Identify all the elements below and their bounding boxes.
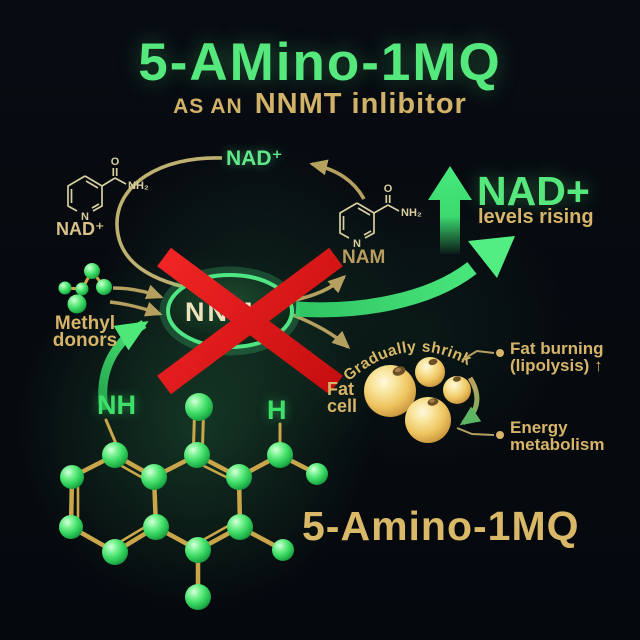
nam-structure-label: NAM [342,247,386,268]
nam-atom-n: N [353,238,361,250]
nad-atom-n: N [81,211,89,223]
fat-cell-label: Fat cell [327,379,358,416]
nh-group-label: NH [97,390,136,420]
nad-rising-subline: levels rising [478,206,594,228]
up-arrow-icon [428,166,472,254]
nnmt-bypass-arrowhead [468,236,515,278]
page-subtitle: AS AN NNMT inlibitor [0,88,640,121]
nad-atom-o: O [111,156,120,168]
nad-cycle-label: NAD⁺ [226,147,283,170]
methyl-donors-line1: Methyl [54,313,116,334]
nad-rising-headline: NAD+ [477,168,590,214]
fat-burning-connector [461,349,504,361]
methyl-to-nnmt-arrow-1 [112,284,164,300]
fat-cell-line2: cell [327,396,358,416]
h-group-label: H [267,395,287,425]
nam-structure [339,195,400,239]
nam-atom-nh2: NH₂ [401,207,422,219]
fat-burning-callout: Fat burning (lipolysis) ↑ [510,340,603,374]
energy-metabolism-callout: Energy metabolism [510,419,604,453]
molecule-name: 5-Amino-1MQ [302,503,580,549]
fat-burning-line2: (lipolysis) ↑ [510,356,603,375]
subtitle-prefix: AS AN [173,95,243,118]
fat-burning-line1: Fat burning [510,339,604,358]
page-title: 5-AMino-1MQ [138,33,502,92]
energy-connector [456,427,504,439]
nad-structure-label: NAD⁺ [56,219,105,239]
fat-cell-cluster [364,357,471,443]
nam-atom-o: O [384,183,393,195]
inhibitor-to-nnmt-arrow [98,320,149,411]
blocked-cross-icon [157,247,343,395]
nad-to-nnmt-arrow [115,156,223,297]
methyl-donors-label: Methyl donors [35,313,135,351]
fat-cell-line1: Fat [327,379,354,399]
energy-line2: metabolism [510,435,605,454]
energy-line1: Energy [510,418,568,437]
molecule-5-amino-1mq [59,393,328,610]
nnmt-bypass-arrow [295,261,477,318]
nad-structure [67,168,127,212]
methyl-to-nnmt-arrow-2 [109,300,163,317]
methyl-donors-molecule [58,263,112,314]
nnmt-ellipse-glow [159,266,301,356]
fat-cycle-arrow [459,376,482,426]
nnmt-to-fatcell-arrow [292,313,351,349]
nad-atom-nh2: NH₂ [128,180,149,192]
methyl-donors-line2: donors [52,330,118,351]
subtitle-main: NNMT inlibitor [254,88,467,120]
nam-to-nad-arrow [309,159,366,200]
